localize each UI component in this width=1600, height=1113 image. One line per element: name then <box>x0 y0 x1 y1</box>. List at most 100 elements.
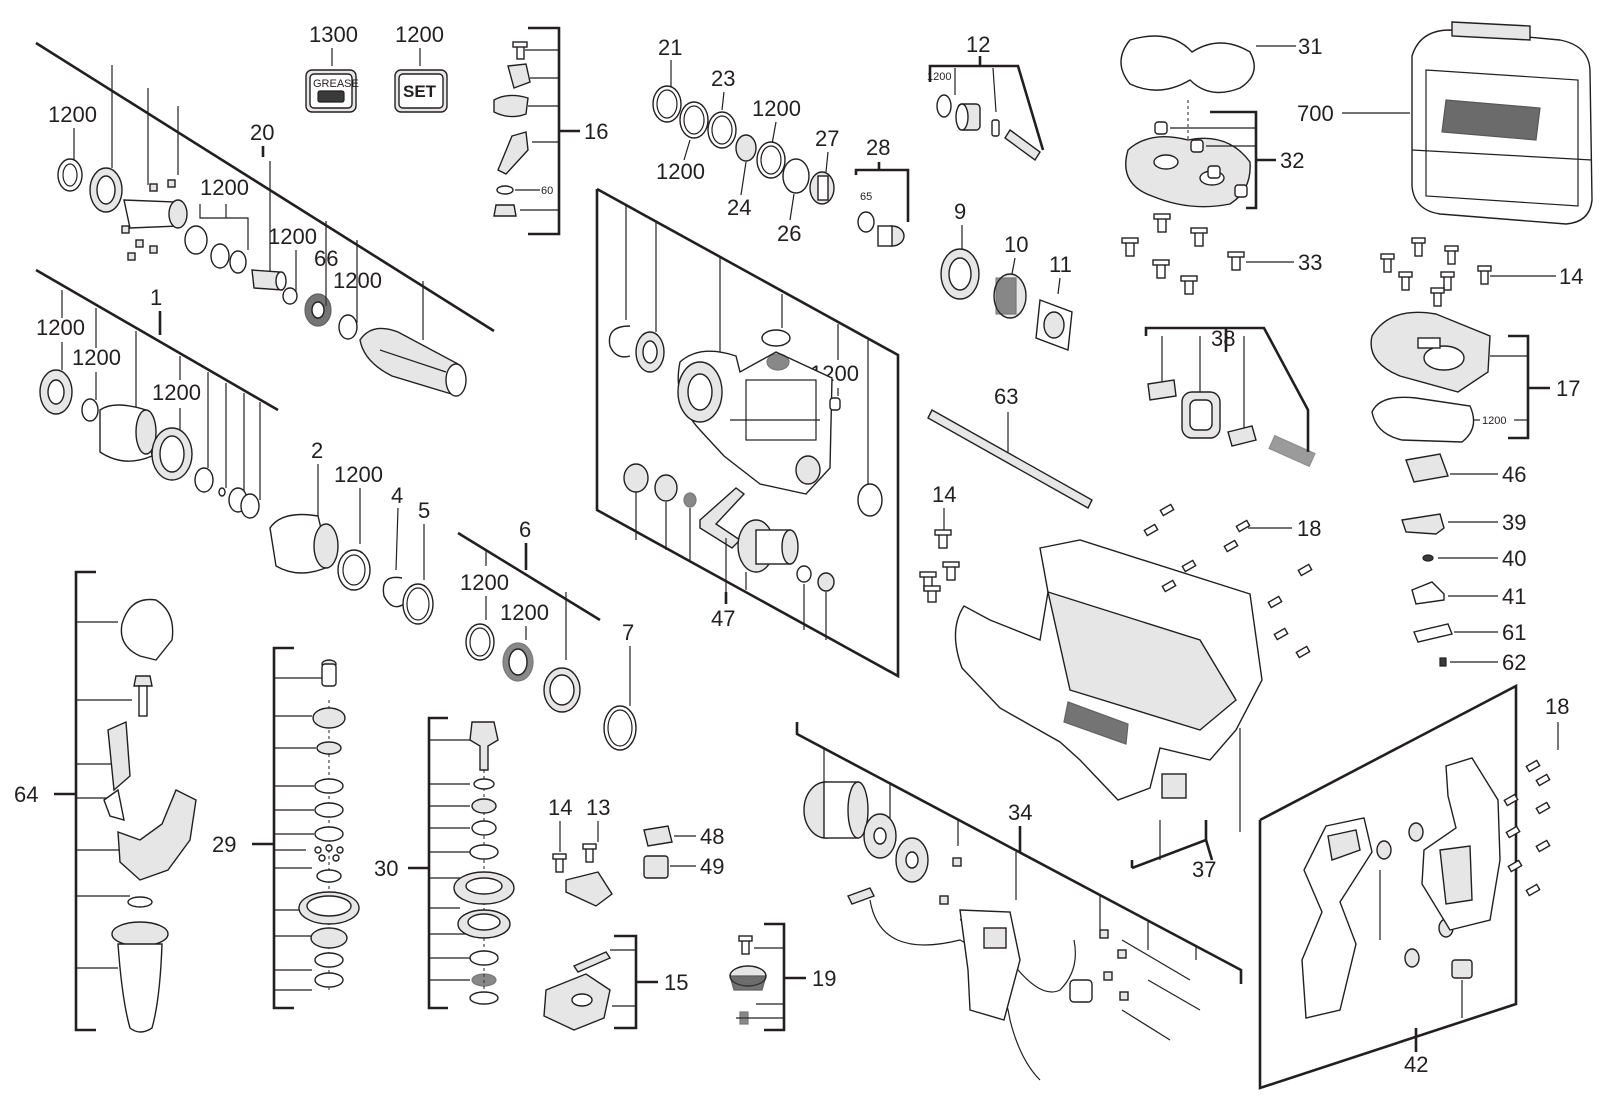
carry-case-700: 700 <box>1297 21 1593 225</box>
part-spring-1b <box>240 493 260 519</box>
callout-1: 1 <box>150 285 162 310</box>
part-ring-30b <box>469 950 499 966</box>
parts-13-14: 14 13 <box>548 795 613 907</box>
balls-20 <box>121 179 176 261</box>
assembly-34: 34 <box>795 722 1243 1081</box>
callout-64: 64 <box>14 782 38 807</box>
callout-41: 41 <box>1502 584 1526 609</box>
part-gasket-17 <box>1371 396 1475 443</box>
part-screw-13 <box>585 847 594 863</box>
part-snapring-47b <box>761 329 791 347</box>
part-band-64 <box>120 598 174 661</box>
part-ring-29c <box>314 826 344 842</box>
callout-1200-s17: 1200 <box>1482 415 1506 427</box>
callout-9: 9 <box>954 199 966 224</box>
callout-29: 29 <box>212 832 236 857</box>
part-crank-12 <box>1004 128 1041 162</box>
part-cap-32b <box>1190 139 1204 153</box>
assembly-38: 38 <box>1144 326 1316 468</box>
part-washer-29b <box>314 952 344 968</box>
callout-1200-1c: 1200 <box>152 380 201 405</box>
part-bearing-29a <box>312 707 346 729</box>
assembly-30: 30 <box>374 716 515 1010</box>
seal-set-icon: SET <box>394 69 448 113</box>
part-bearing-47d <box>817 572 835 592</box>
part-snapring-20 <box>57 158 83 192</box>
callout-1200-b: 1200 <box>656 159 705 184</box>
part-bearing-47c <box>796 565 812 583</box>
part-gear-27 <box>809 171 835 205</box>
callout-24: 24 <box>727 195 751 220</box>
part-oring-60 <box>496 185 514 195</box>
part-connector-34 <box>847 887 875 905</box>
part-spring-38 <box>1268 434 1316 468</box>
callout-34: 34 <box>1008 800 1032 825</box>
callout-47: 47 <box>711 606 735 631</box>
part-armature-gear-47 <box>737 519 799 573</box>
callout-46: 46 <box>1502 462 1526 487</box>
part-pin-47 <box>829 397 841 411</box>
callout-16: 16 <box>584 119 608 144</box>
assembly-42: 18 42 <box>1258 683 1569 1090</box>
assembly-19: 19 <box>729 922 836 1032</box>
part-pcb-34 <box>895 837 929 883</box>
part-latch-39 <box>1401 513 1445 535</box>
assembly-16: 16 60 <box>493 26 608 236</box>
set-badge-text: SET <box>403 82 437 101</box>
callout-5: 5 <box>418 498 430 523</box>
part-screw-14b <box>555 857 564 873</box>
callout-61: 61 <box>1502 620 1526 645</box>
callout-12: 12 <box>966 32 990 57</box>
seal-set-group: 1200 SET <box>394 22 448 113</box>
part-spring-19 <box>739 1011 749 1025</box>
part-cover-plate-32 <box>1125 135 1251 208</box>
part-ring-30a <box>469 844 499 860</box>
part-chuck-body-20 <box>123 199 188 229</box>
callout-38: 38 <box>1211 326 1235 351</box>
part-cap-32c <box>1207 165 1221 179</box>
part-cap-32d <box>1234 184 1248 198</box>
part-washer-30a <box>473 778 495 790</box>
grease-badge-text: GREASE <box>313 78 359 90</box>
part-oring-42b <box>1408 822 1424 842</box>
callout-23: 23 <box>711 66 735 91</box>
callout-60: 60 <box>541 185 553 197</box>
assembly-1: 1 1200 1200 1200 <box>35 268 279 519</box>
part-clutch-29 <box>310 927 348 949</box>
part-oring-12 <box>936 94 952 118</box>
parts-2-5: 2 1200 4 5 <box>269 438 434 625</box>
part-bearing-9 <box>940 248 980 300</box>
part-clip-42 <box>1451 959 1473 979</box>
part-snapring-4 <box>382 576 405 608</box>
callout-32: 32 <box>1280 148 1304 173</box>
part-label-46 <box>1405 453 1449 483</box>
part-ring-29a <box>314 778 344 794</box>
callout-30: 30 <box>374 856 398 881</box>
part-pin-12 <box>991 119 1000 137</box>
part-clutch-plate <box>493 94 529 118</box>
callout-63: 63 <box>994 384 1018 409</box>
callout-1200-20c: 1200 <box>268 224 317 249</box>
callout-1200-20a: 1200 <box>48 102 97 127</box>
part-battery-housing-17 <box>1370 311 1491 393</box>
callout-14-mid: 14 <box>932 482 956 507</box>
part-oring-42c <box>1404 948 1420 968</box>
callout-49: 49 <box>700 854 724 879</box>
part-clamp-64 <box>107 720 131 792</box>
part-spring-40 <box>1422 554 1434 562</box>
callout-21: 21 <box>658 35 682 60</box>
part-washer-29a <box>316 741 342 755</box>
part-gear-10 <box>993 273 1027 319</box>
part-clip-13 <box>565 871 613 907</box>
part-ball-1 <box>218 487 226 497</box>
part-oring-65 <box>857 211 875 233</box>
callout-48: 48 <box>700 824 724 849</box>
part-snapring-47 <box>608 325 631 358</box>
part-ring-30c <box>469 991 499 1005</box>
part-screw-62 <box>1439 657 1447 667</box>
grease-tube-icon: GREASE <box>305 69 359 113</box>
callout-700: 700 <box>1297 101 1334 126</box>
part-oring-20b <box>210 243 230 269</box>
part-oring-1b <box>194 467 214 493</box>
